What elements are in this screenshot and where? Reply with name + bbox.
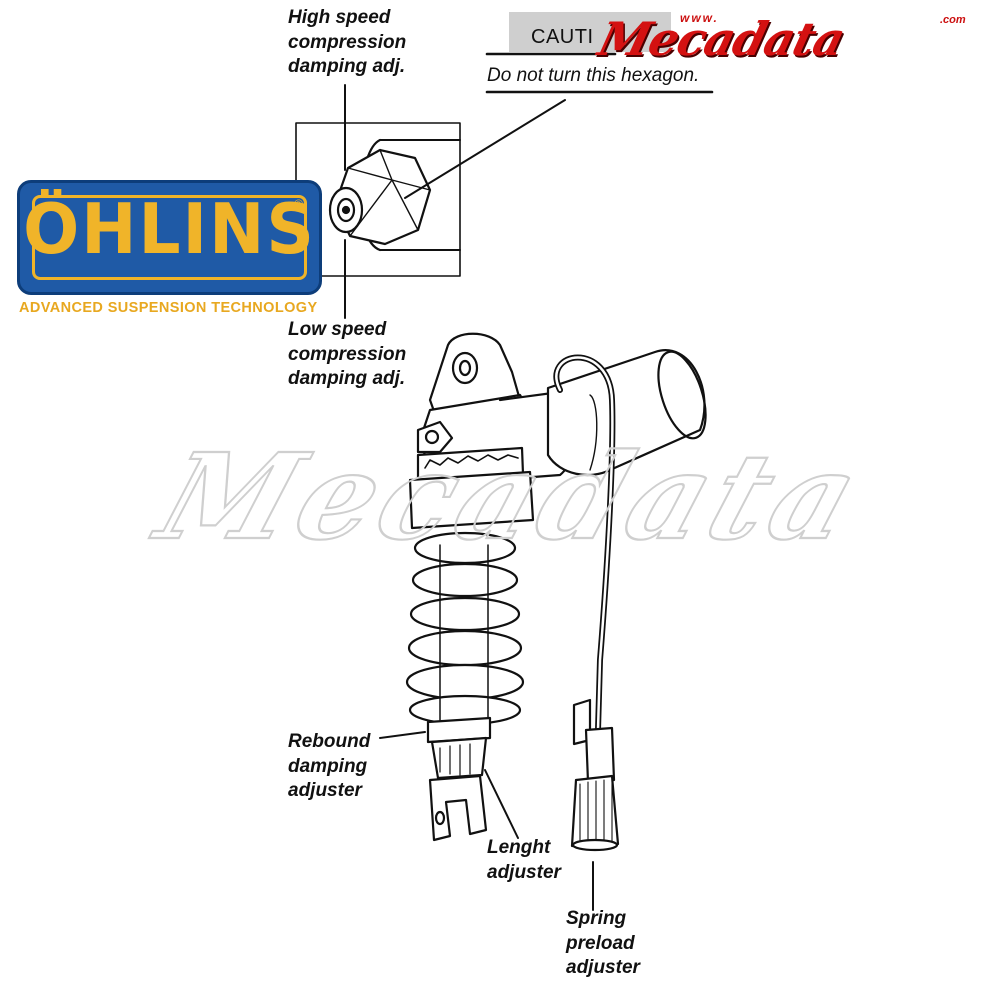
callout-high-speed-compression: High speed compression damping adj. (288, 6, 406, 80)
caution-box (509, 12, 671, 52)
callout-spring-preload: Spring preload adjuster (566, 907, 640, 981)
callout-line: Rebound (288, 731, 371, 752)
callout-line: preload (566, 932, 635, 954)
callout-low-speed-compression: Low speed compression damping adj. (288, 318, 406, 392)
callout-line: compression (288, 343, 407, 365)
mecadata-watermark: Mecadata (138, 440, 881, 567)
ohlins-tagline: ADVANCED SUSPENSION TECHNOLOGY (19, 300, 318, 316)
registered-mark: ® (294, 197, 303, 211)
remote-preload (553, 354, 620, 852)
caution-note: Do not turn this hexagon. (487, 65, 700, 86)
callout-line: Low speed (288, 319, 387, 340)
preload-collar (408, 446, 535, 530)
mecadata-logo: Mecadata (593, 12, 850, 66)
callout-line: adjuster (566, 957, 640, 978)
lower-body (426, 716, 492, 842)
ohlins-logo-frame (32, 195, 307, 280)
callout-rebound-damping: Rebound damping adjuster (288, 730, 370, 804)
callout-line: damping (288, 755, 368, 777)
callout-line: damping adj. (288, 368, 406, 389)
callout-line: adjuster (288, 780, 362, 801)
callout-line: High speed (288, 7, 391, 28)
watermark-text: Mecadata (139, 440, 880, 566)
ohlins-logo-text: ÖHLINS (23, 189, 316, 270)
callout-line: Spring (566, 908, 627, 929)
brand-url-tld: .com (940, 14, 966, 26)
caution-label: CAUTI (531, 26, 594, 48)
detail-inset (295, 122, 461, 277)
callout-line: damping adj. (288, 56, 406, 77)
callout-length-adjuster: Lenght adjuster (487, 836, 561, 885)
callout-line: adjuster (487, 861, 561, 883)
reservoir (546, 349, 707, 477)
callout-line: Lenght (487, 837, 551, 858)
brand-url-prefix: www. (680, 11, 719, 25)
ohlins-logo: ÖHLINS ® (17, 180, 322, 295)
coil-spring (405, 531, 525, 726)
leader-lines (344, 52, 714, 911)
callout-line: compression (288, 31, 407, 53)
